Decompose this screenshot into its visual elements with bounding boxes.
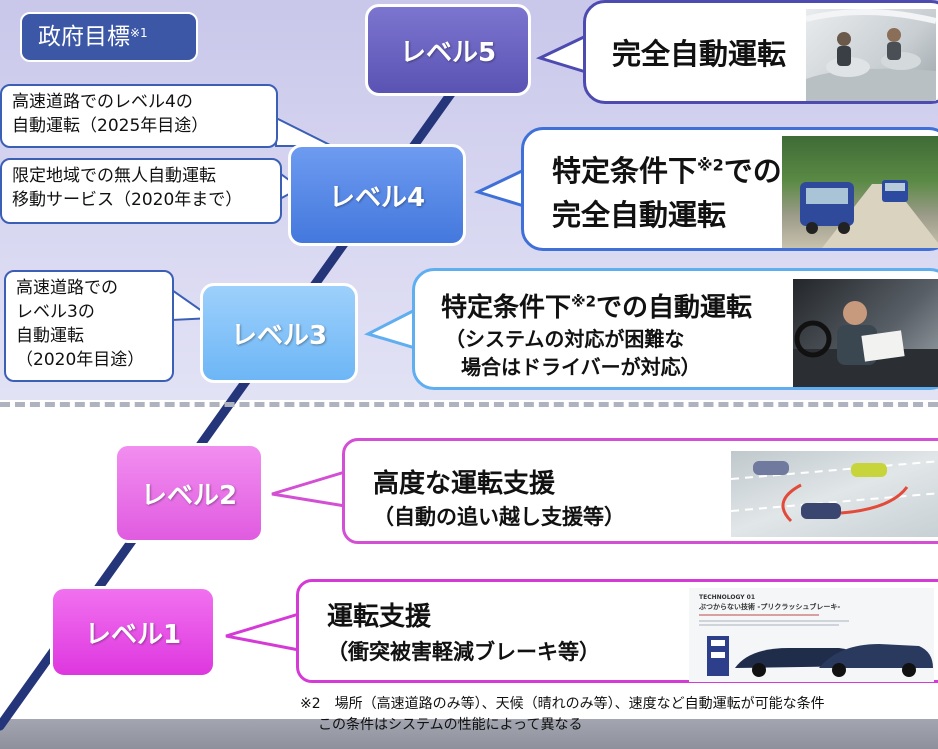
level-1-desc-line2: （衝突被害軽減ブレーキ等） <box>327 640 600 664</box>
footnote-line-2: この条件はシステムの性能によって異なる <box>318 717 583 733</box>
level-3-desc-text-a: 特定条件下 <box>441 293 572 323</box>
callout-line: 高速道路での <box>16 278 118 298</box>
photo-autonomous-cabin <box>806 9 936 101</box>
level-5-label: レベル5 <box>399 37 497 68</box>
level-4-desc-text-a: 特定条件下 <box>552 154 698 188</box>
callout-line: 自動運転（2025年目途） <box>12 116 209 136</box>
illustration-overtaking <box>731 451 938 537</box>
level-3-desc-line3: 場合はドライバーが対応） <box>461 355 701 379</box>
callout-pointer-highway-l4 <box>275 116 333 147</box>
level-4-box: レベル4 <box>288 144 466 246</box>
photo-driverless-shuttle <box>782 136 938 248</box>
note-2-mark: ※2 <box>571 292 597 311</box>
callout-highway-l4: 高速道路でのレベル4の 自動運転（2025年目途） <box>0 84 278 148</box>
level-3-description: 特定条件下※2での自動運転 （システムの対応が困難な 場合はドライバーが対応） <box>412 268 938 390</box>
level-5-box: レベル5 <box>365 4 531 96</box>
level-4-desc-line2: 完全自動運転 <box>552 198 727 232</box>
note-2-mark: ※2 <box>697 155 724 175</box>
level-2-label: レベル2 <box>140 480 238 511</box>
brochure-kicker: TECHNOLOGY 01 <box>699 594 756 601</box>
callout-limited-area: 限定地域での無人自動運転 移動サービス（2020年まで） <box>0 158 282 224</box>
level-2-desc-line2: （自動の追い越し支援等） <box>373 505 625 529</box>
callout-line: 限定地域での無人自動運転 <box>12 166 216 186</box>
callout-line: 移動サービス（2020年まで） <box>12 190 243 210</box>
level-4-desc-line1: 特定条件下※2での <box>552 148 782 190</box>
level-2-desc-line1: 高度な運転支援 <box>373 469 556 499</box>
callout-highway-l3: 高速道路での レベル3の 自動運転 （2020年目途） <box>4 270 174 382</box>
level-1-description: 運転支援 （衝突被害軽減ブレーキ等） TECHNOLOGY 01 ぶつからない技… <box>296 579 938 683</box>
desc-pointer-l2 <box>271 469 347 508</box>
level-2-box: レベル2 <box>114 443 264 543</box>
level-2-description: 高度な運転支援 （自動の追い越し支援等） <box>342 438 938 544</box>
desc-pointer-l3 <box>363 307 417 351</box>
level-3-desc-text-b: での自動運転 <box>596 293 753 323</box>
photo-driver-reading <box>793 279 938 387</box>
footnote: ※2 場所（高速道路のみ等）、天候（晴れのみ等）、速度など自動運転が可能な条件 … <box>300 694 825 736</box>
dashed-divider <box>0 402 938 407</box>
note-1-mark: ※1 <box>130 26 148 40</box>
level-5-desc-text: 完全自動運転 <box>612 37 787 71</box>
level-3-desc-line2: （システムの対応が困難な <box>445 327 685 351</box>
level-1-desc-line1: 運転支援 <box>327 602 432 632</box>
brochure-brake-technology: TECHNOLOGY 01 ぶつからない技術 -プリクラッシュブレーキ- <box>689 588 934 682</box>
level-5-description: 完全自動運転 <box>583 0 938 104</box>
level-1-label: レベル1 <box>84 619 182 650</box>
level-1-box: レベル1 <box>50 586 216 678</box>
callout-line: （2020年目途） <box>16 350 145 370</box>
desc-pointer-l4 <box>473 167 526 209</box>
desc-pointer-l1 <box>225 611 301 652</box>
level-3-label: レベル3 <box>230 320 328 351</box>
level-3-desc-line1: 特定条件下※2での自動運転 <box>441 287 752 324</box>
footnote-line-1: ※2 場所（高速道路のみ等）、天候（晴れのみ等）、速度など自動運転が可能な条件 <box>300 696 825 712</box>
government-goal-label: 政府目標 <box>38 24 130 50</box>
level-4-label: レベル4 <box>328 182 426 213</box>
level-4-description: 特定条件下※2での 完全自動運転 <box>521 127 938 251</box>
desc-pointer-l5 <box>535 33 588 75</box>
brochure-title: ぶつからない技術 -プリクラッシュブレーキ- <box>699 603 841 611</box>
callout-line: 自動運転 <box>16 326 84 346</box>
level-4-desc-text-b: での <box>723 154 782 188</box>
callout-line: レベル3の <box>16 302 95 322</box>
callout-line: 高速道路でのレベル4の <box>12 92 193 112</box>
government-goal-tag: 政府目標※1 <box>20 12 198 62</box>
bottom-band <box>0 719 938 749</box>
level-3-box: レベル3 <box>200 283 358 383</box>
